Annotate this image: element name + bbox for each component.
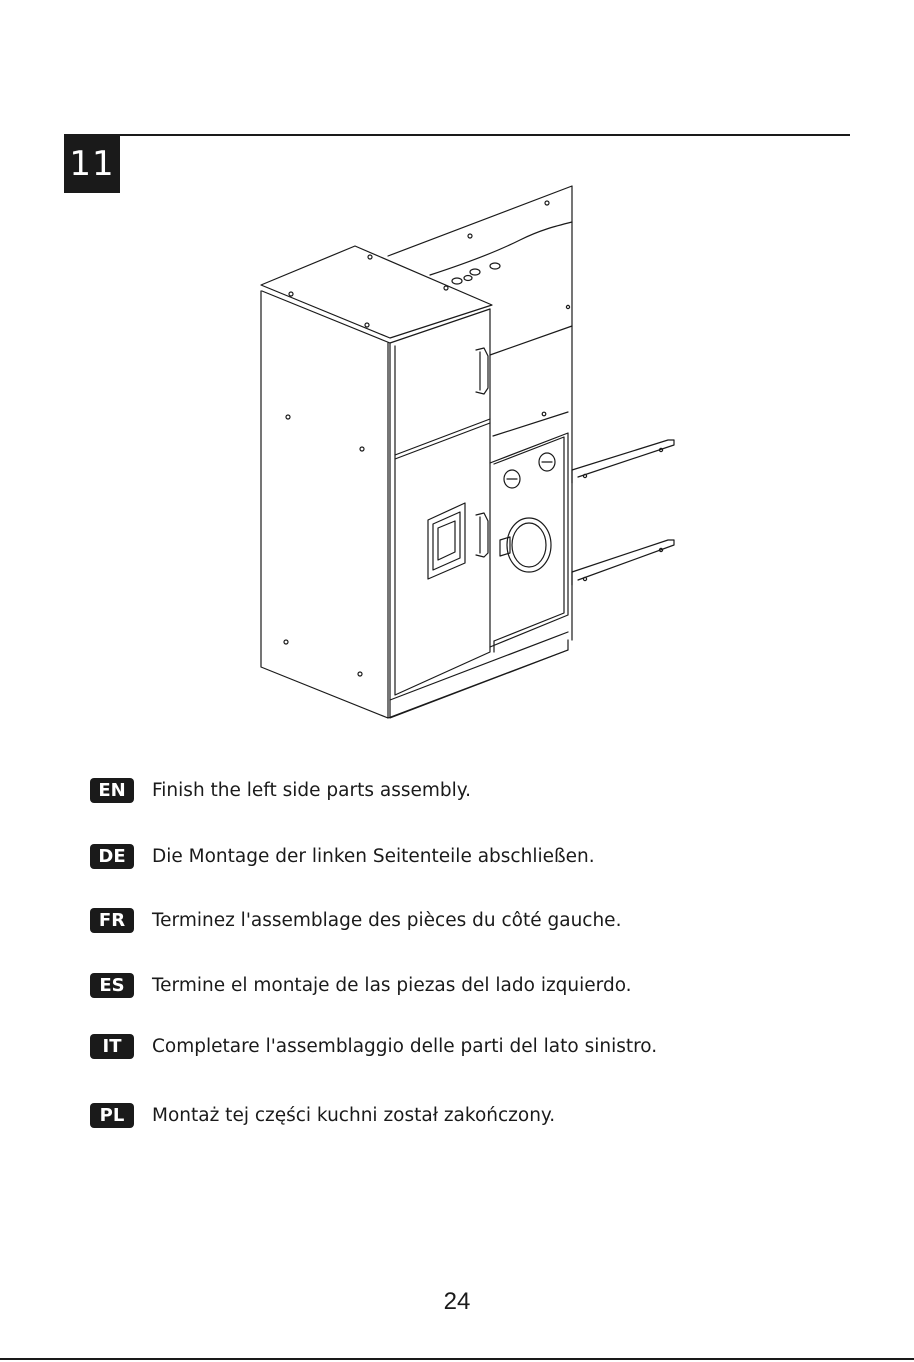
instruction-text-en: Finish the left side parts assembly.: [152, 779, 471, 801]
instruction-text-es: Termine el montaje de las piezas del lad…: [152, 974, 632, 996]
fridge-top: [260, 245, 493, 344]
instruction-pl: PL Montaż tej części kuchni został zakoń…: [90, 1101, 555, 1129]
kitchen-assembly-illustration: [260, 185, 675, 719]
language-badge-en: EN: [90, 777, 134, 803]
instruction-de: DE Die Montage der linken Seitenteile ab…: [90, 842, 595, 870]
language-badge-fr: FR: [90, 907, 134, 933]
language-badge-de: DE: [90, 843, 134, 869]
fridge-side: [260, 290, 389, 719]
stove-knobs: [451, 262, 501, 285]
instruction-text-de: Die Montage der linken Seitenteile absch…: [152, 845, 595, 867]
instruction-text-fr: Terminez l'assemblage des pièces du côté…: [152, 909, 622, 931]
side-shelves: [571, 439, 675, 586]
instruction-text-pl: Montaż tej części kuchni został zakończo…: [152, 1104, 556, 1126]
language-badge-es: ES: [90, 972, 134, 998]
instruction-en: EN Finish the left side parts assembly.: [90, 776, 471, 804]
washer: [489, 432, 569, 653]
page-bottom-rule: [0, 1358, 914, 1360]
language-badge-pl: PL: [90, 1102, 134, 1128]
instruction-fr: FR Terminez l'assemblage des pièces du c…: [90, 906, 621, 934]
language-badge-it: IT: [90, 1033, 134, 1059]
step-header-rule: [64, 134, 850, 136]
step-number-badge: 11: [64, 136, 120, 193]
page-number: 24: [443, 1288, 471, 1315]
instruction-es: ES Termine el montaje de las piezas del …: [90, 971, 632, 999]
instruction-it: IT Completare l'assemblaggio delle parti…: [90, 1032, 657, 1060]
back-panel: [387, 185, 573, 641]
instruction-text-it: Completare l'assemblaggio delle parti de…: [152, 1035, 658, 1057]
fridge-front: [389, 308, 569, 719]
base-plinth: [387, 631, 569, 719]
